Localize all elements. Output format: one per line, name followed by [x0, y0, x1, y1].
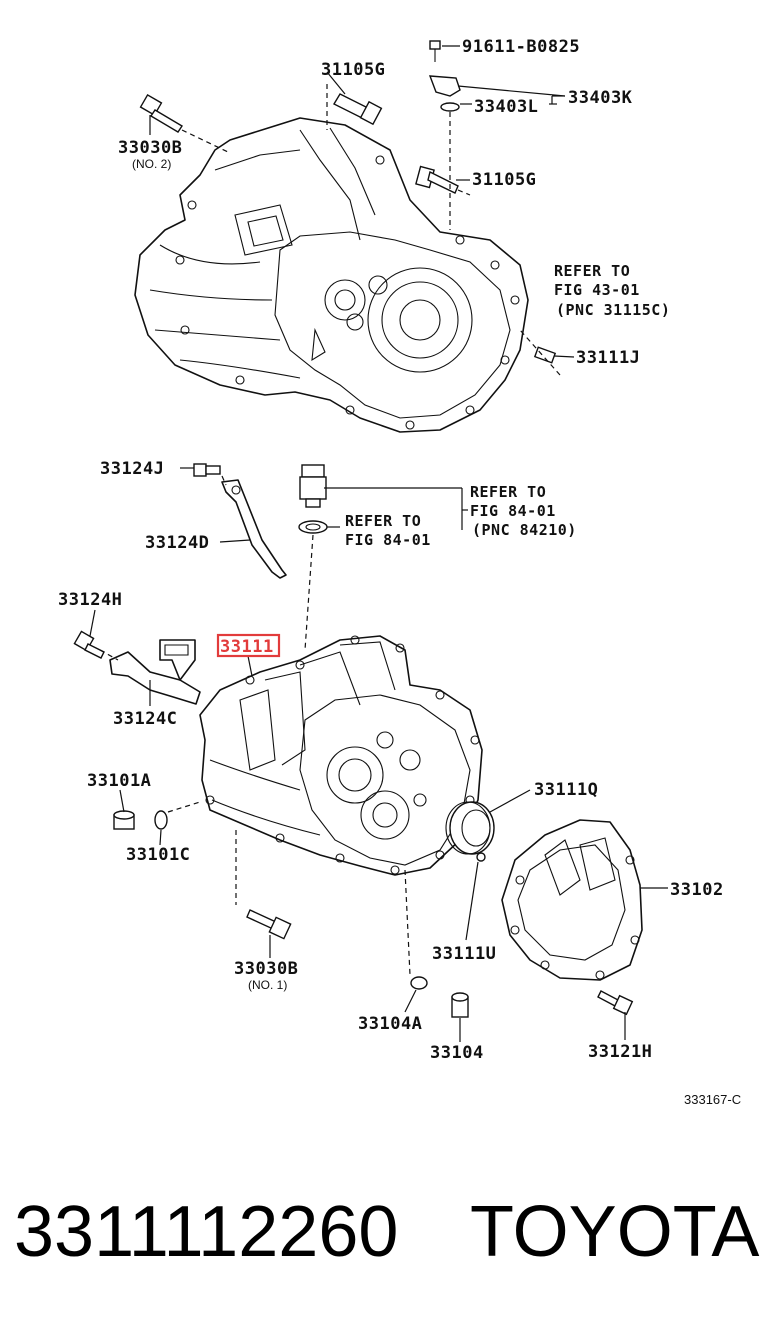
label-33030b-top-note: (NO. 2)	[132, 157, 171, 171]
clutch-housing-drawing	[134, 117, 529, 433]
label-33121h: 33121H	[588, 1042, 652, 1062]
label-33124h: 33124H	[58, 590, 122, 610]
refer1-line2: FIG 43-01	[554, 281, 640, 299]
refer2-line1: REFER TO	[470, 483, 546, 501]
label-33111j: 33111J	[576, 348, 640, 368]
label-31105g-top: 31105G	[321, 60, 385, 80]
label-33101c: 33101C	[126, 845, 190, 865]
label-33104a: 33104A	[358, 1014, 422, 1034]
label-33124c: 33124C	[113, 709, 177, 729]
brand-caption: TOYOTA	[470, 1192, 759, 1272]
label-33104: 33104	[430, 1043, 484, 1063]
highlight-box	[216, 633, 281, 658]
transaxle-case-drawing	[199, 635, 483, 876]
bracket-33124c-drawing	[109, 639, 201, 705]
refer3-line2: FIG 84-01	[345, 531, 431, 549]
fasteners	[73, 40, 634, 1018]
speed-sensor-drawing	[298, 464, 328, 534]
oil-seal-33111q	[445, 801, 495, 855]
alignment-lines	[99, 84, 561, 976]
label-91611-b0825: 91611-B0825	[462, 37, 580, 57]
label-31105g-mid: 31105G	[472, 170, 536, 190]
part-labels: 91611-B0825 31105G 33403K 33403L 33030B …	[58, 37, 741, 1107]
label-33030b-bottom: 33030B	[234, 959, 298, 979]
label-33030b-top: 33030B	[118, 138, 182, 158]
label-33101a: 33101A	[87, 771, 151, 791]
label-33403k: 33403K	[568, 88, 633, 108]
refer2-line3: (PNC 84210)	[472, 521, 577, 539]
label-33102: 33102	[670, 880, 724, 900]
label-33124d: 33124D	[145, 533, 209, 553]
case-cover-33102-drawing	[501, 819, 643, 981]
figure-reference: 333167-C	[684, 1092, 741, 1107]
refer3-line1: REFER TO	[345, 512, 421, 530]
refer1-line3: (PNC 31115C)	[556, 301, 670, 319]
refer1-line1: REFER TO	[554, 262, 630, 280]
label-33030b-bottom-note: (NO. 1)	[248, 978, 287, 992]
label-33124j: 33124J	[100, 459, 164, 479]
refer2-line2: FIG 84-01	[470, 502, 556, 520]
clamp-33124d-drawing	[221, 479, 287, 579]
leader-lines	[89, 45, 668, 1042]
label-33111-highlighted: 33111	[220, 637, 274, 657]
label-33403l: 33403L	[474, 97, 538, 117]
label-33111q: 33111Q	[534, 780, 598, 800]
label-33111u: 33111U	[432, 944, 496, 964]
part-number-caption: 3311112260	[14, 1192, 398, 1272]
